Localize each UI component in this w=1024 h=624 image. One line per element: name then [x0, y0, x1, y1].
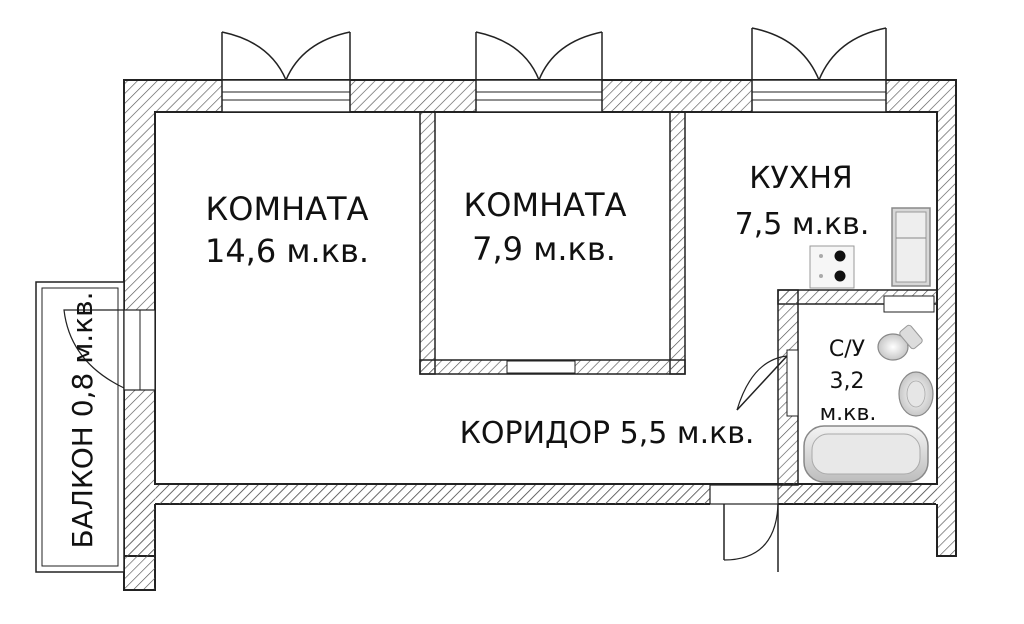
window-room2 [475, 31, 603, 113]
bathroom-name: С/У [829, 337, 866, 362]
toilet [877, 324, 923, 361]
bathroom-area-unit: м.кв. [820, 401, 877, 426]
bathroom-area-value: 3,2 [830, 369, 865, 394]
kitchen-sink [891, 207, 931, 287]
bathroom-sink [898, 371, 934, 417]
balcony [35, 281, 156, 573]
bathroom-door [736, 355, 788, 411]
balcony-label: БАЛКОН 0,8 м.кв. [66, 291, 99, 548]
room1-area: 14,6 м.кв. [205, 232, 369, 270]
kitchen-area: 7,5 м.кв. [735, 207, 870, 242]
kitchen-stove [809, 245, 855, 289]
kitchen-name: КУХНЯ [749, 161, 853, 196]
room2-name: КОМНАТА [464, 186, 627, 224]
corridor-label: КОРИДОР 5,5 м.кв. [460, 416, 755, 451]
room2-area: 7,9 м.кв. [472, 230, 616, 268]
bathtub [803, 425, 929, 483]
window-kitchen [751, 27, 887, 113]
room1-name: КОМНАТА [206, 190, 369, 228]
window-room1 [221, 31, 351, 113]
entrance-door [709, 484, 779, 572]
balcony-door-swing [63, 309, 125, 389]
interior-walls [419, 111, 938, 486]
outer-walls [123, 79, 957, 591]
